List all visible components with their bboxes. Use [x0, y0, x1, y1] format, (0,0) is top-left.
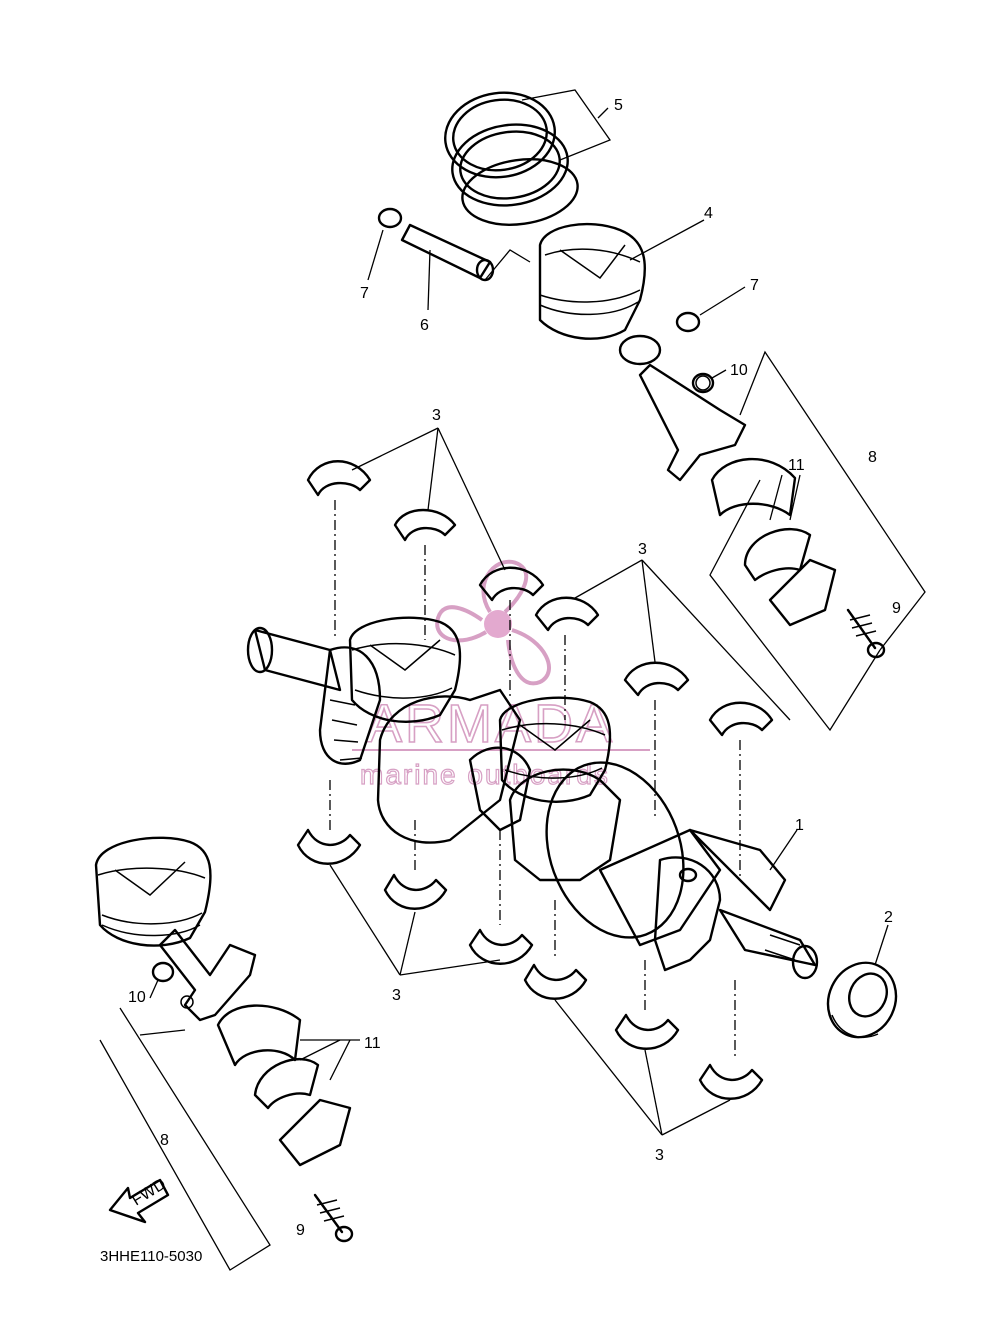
piston-crank-right: [498, 696, 612, 803]
callout-3-upper-right: 3: [638, 541, 647, 558]
callout-labels: 5 4 7 7 6 10 3 8 11 3 9 1 2 3 10 11 8 3 …: [128, 97, 901, 1239]
rod-nut-lower-left: [151, 961, 175, 983]
watermark-tagline: marine outboards: [360, 759, 610, 790]
callout-11-top: 11: [788, 457, 805, 474]
circlip-left: [377, 207, 403, 229]
circlip-right: [675, 311, 701, 333]
connecting-rod-lower-left: [151, 928, 257, 1022]
bracket-lines: [99, 350, 926, 1271]
piston-ring-set: [444, 91, 579, 226]
piston-pin: [400, 223, 495, 282]
fwd-arrow-icon: FWD: [108, 1176, 170, 1224]
crankshaft: [246, 626, 819, 980]
callout-2: 2: [884, 909, 893, 926]
callout-10-bottom: 10: [128, 989, 146, 1006]
callout-4: 4: [704, 205, 713, 222]
callout-8-top: 8: [868, 449, 877, 466]
piston-crank-left: [348, 616, 462, 723]
callout-5: 5: [614, 97, 623, 114]
bearing-shells-upper: [306, 460, 774, 737]
callout-10-top: 10: [730, 362, 748, 379]
propeller-logo-icon: [435, 559, 551, 686]
callout-8-bottom: 8: [160, 1132, 169, 1149]
callout-7-left: 7: [360, 285, 369, 302]
callout-6: 6: [420, 317, 429, 334]
oil-seal: [826, 961, 898, 1039]
callout-3-lower-left: 3: [392, 987, 401, 1004]
callout-3-lower-right: 3: [655, 1147, 664, 1164]
bearing-leaders-upper: [334, 427, 791, 880]
callout-1: 1: [795, 817, 804, 834]
rod-nut-top: [691, 372, 715, 394]
rod-bolt-lower-left: [313, 1193, 354, 1243]
connecting-rod-top: [618, 334, 747, 482]
bearing-shells-lower: [296, 828, 764, 1100]
watermark-brand: ARMADA: [366, 694, 615, 754]
diagram-code: 3HHE110-5030: [100, 1248, 202, 1265]
callout-11-bottom: 11: [364, 1035, 381, 1052]
bearing-pair-lower-left: [216, 1004, 352, 1167]
bearing-pair-top-right: [710, 457, 837, 627]
callout-9-bottom: 9: [296, 1222, 305, 1239]
callout-7-right: 7: [750, 277, 759, 294]
callout-leaders: [149, 89, 889, 1041]
piston-top: [538, 222, 647, 340]
bearing-leaders-lower: [329, 780, 736, 1136]
callout-9-top: 9: [892, 600, 901, 617]
rod-bolt-top: [846, 608, 886, 659]
callout-3-upper-left: 3: [432, 407, 441, 424]
piston-lower-left: [94, 836, 212, 947]
watermark: ARMADA marine outboards: [352, 559, 650, 791]
fwd-label: FWD: [129, 1176, 169, 1210]
